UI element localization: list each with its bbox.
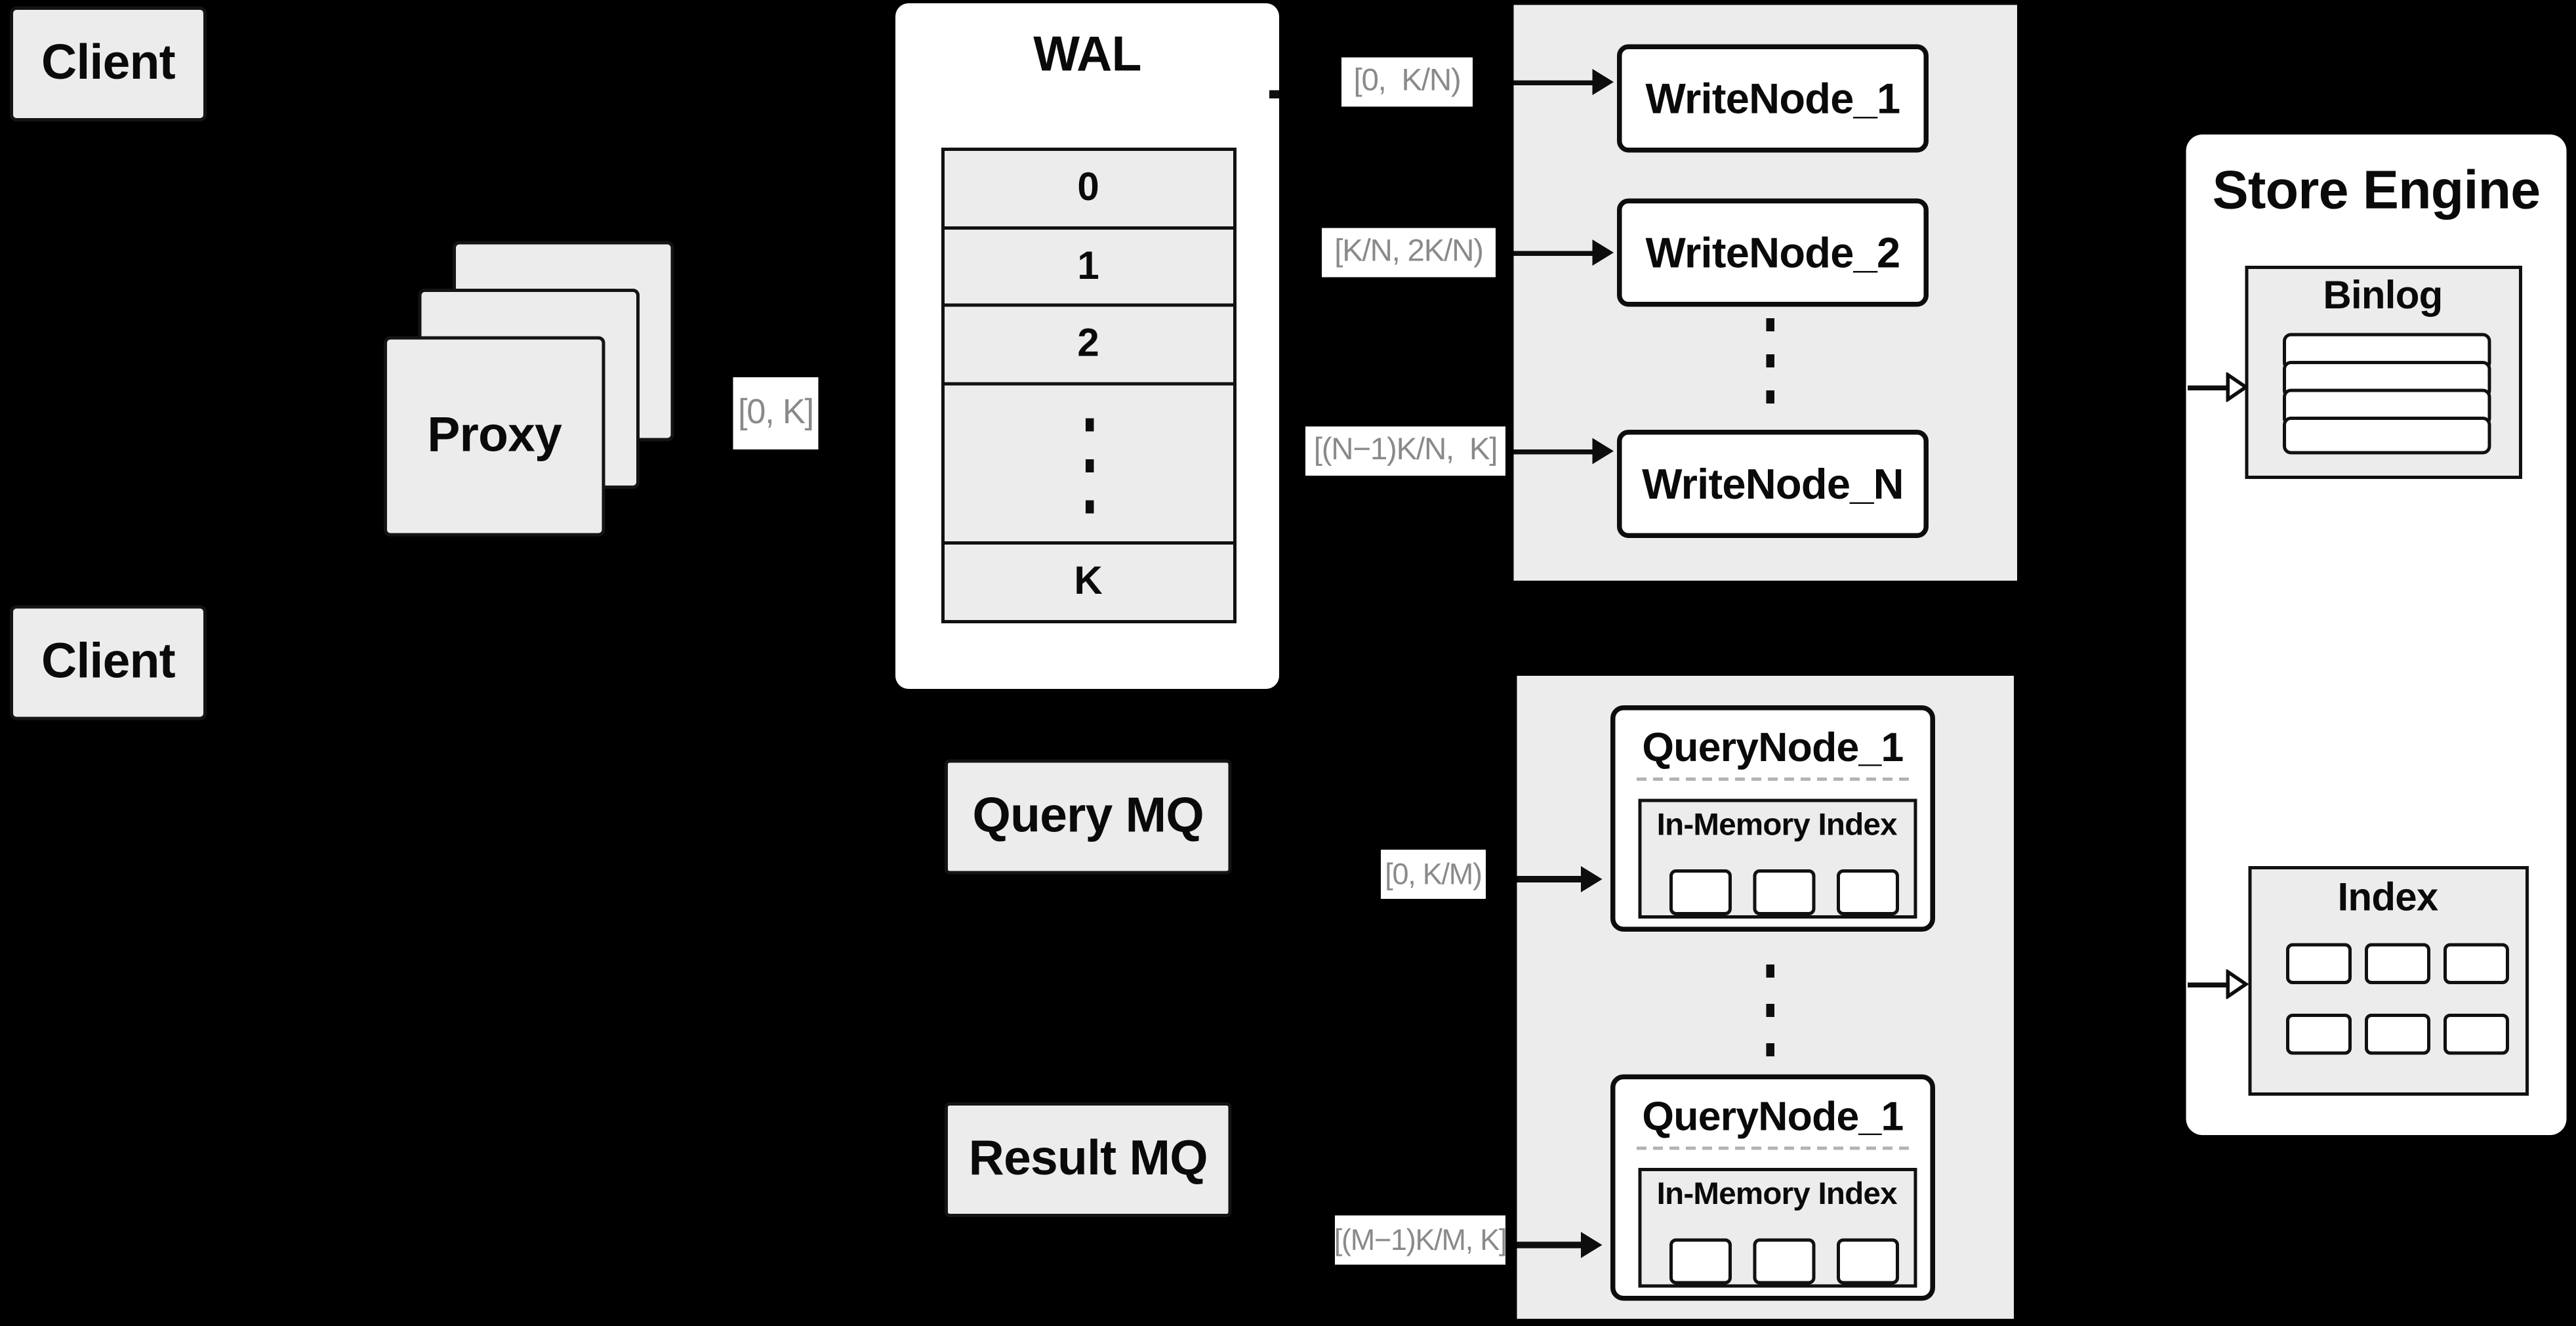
query-mq-label: Query MQ	[972, 789, 1204, 844]
store-engine-card: Store Engine Binlog Index	[2186, 135, 2567, 1135]
ellipsis-dot	[1766, 318, 1774, 331]
arrow-to-binlog	[2188, 384, 2230, 390]
inmemory-segment	[1669, 869, 1732, 915]
writenode-2-label: WriteNode_2	[1645, 227, 1901, 277]
binlog-box: Binlog	[2245, 266, 2522, 479]
edge-label-proxy-to-wal: [0, K]	[733, 377, 819, 449]
wal-row-2-label: 2	[1077, 321, 1099, 366]
arrowhead-querynode1	[1581, 865, 1603, 892]
index-segment	[2365, 943, 2430, 984]
ellipsis-dot	[1084, 458, 1094, 472]
inmemory-segment	[1753, 1238, 1816, 1285]
index-box: Index	[2248, 866, 2529, 1096]
wal-row-1: 1	[940, 225, 1236, 308]
inmemory-segment	[1837, 869, 1899, 915]
client-top-label: Client	[41, 36, 176, 91]
index-segment	[2443, 943, 2509, 984]
inmemory-segment	[1837, 1238, 1899, 1285]
client-box-top: Client	[10, 7, 207, 121]
open-arrowhead-binlog	[2226, 372, 2249, 402]
wal-title: WAL	[1033, 28, 1141, 83]
querynode-1-divider	[1637, 777, 1909, 781]
querynode-2-title: QueryNode_1	[1642, 1093, 1904, 1140]
writenode-2-box: WriteNode_2	[1617, 198, 1929, 307]
edge-label-wal-to-writenode2: [K/N, 2K/N)	[1322, 228, 1496, 278]
index-title: Index	[2337, 876, 2439, 921]
arrow-to-index	[2188, 982, 2230, 987]
wal-row-ellipsis	[940, 381, 1236, 546]
wal-card: WAL 0 1 2 K	[895, 3, 1279, 689]
arrowhead-writenode2	[1592, 239, 1614, 266]
client-bottom-label: Client	[41, 634, 176, 690]
store-engine-title: Store Engine	[2212, 159, 2541, 220]
edge-label-resultmq-to-querynode: [(M−1)K/M, K]	[1334, 1215, 1507, 1265]
querynode-1-title: QueryNode_1	[1642, 724, 1904, 770]
query-mq-box: Query MQ	[945, 759, 1232, 875]
arrow-to-writenode2	[1513, 250, 1596, 256]
ellipsis-dot	[1084, 499, 1094, 513]
edge-label-wal-to-writenode1: [0, K/N)	[1341, 57, 1473, 107]
writenode-n-label: WriteNode_N	[1642, 458, 1904, 508]
open-arrowhead-index	[2226, 969, 2249, 999]
ellipsis-dot	[1084, 417, 1094, 431]
binlog-segment	[2283, 417, 2491, 455]
ellipsis-dot	[1766, 354, 1774, 367]
wal-row-0-label: 0	[1077, 165, 1099, 211]
querynode-2-box: QueryNode_1 In-Memory Index	[1610, 1074, 1935, 1301]
writenode-1-label: WriteNode_1	[1645, 73, 1901, 123]
querynode-2-divider	[1637, 1146, 1909, 1150]
proxy-label: Proxy	[427, 408, 562, 463]
proxy-box: Proxy	[384, 336, 605, 537]
wal-outgoing-line-stub	[1269, 90, 1279, 98]
wal-row-k: K	[940, 541, 1236, 623]
querynode-2-inmemory-title: In-Memory Index	[1656, 1178, 1898, 1212]
wal-row-2: 2	[940, 303, 1236, 386]
index-segment	[2443, 1014, 2509, 1055]
edge-label-querymq-to-querynode: [0, K/M)	[1381, 850, 1486, 899]
client-box-bottom: Client	[10, 605, 207, 720]
querynode-1-box: QueryNode_1 In-Memory Index	[1610, 705, 1935, 932]
arrow-to-writenode1	[1513, 79, 1596, 85]
index-segment	[2286, 943, 2352, 984]
writenode-1-box: WriteNode_1	[1617, 44, 1929, 153]
writenode-n-box: WriteNode_N	[1617, 430, 1929, 538]
ellipsis-dot	[1766, 390, 1774, 404]
ellipsis-dot	[1766, 1004, 1774, 1017]
inmemory-segment	[1753, 869, 1816, 915]
index-segment	[2365, 1014, 2430, 1055]
arrow-to-querynode1	[1517, 876, 1586, 882]
arrowhead-writenode1	[1592, 69, 1614, 95]
edge-label-wal-to-writenoden: [(N−1)K/N, K]	[1305, 426, 1505, 476]
arrowhead-writenoden	[1592, 438, 1614, 465]
result-mq-label: Result MQ	[968, 1132, 1208, 1186]
wal-row-0: 0	[940, 148, 1236, 230]
index-segment	[2286, 1014, 2352, 1055]
querynode-1-inmemory-box: In-Memory Index	[1638, 798, 1917, 919]
arrowhead-querynode2	[1581, 1231, 1603, 1258]
querynode-2-inmemory-box: In-Memory Index	[1638, 1168, 1917, 1288]
result-mq-box: Result MQ	[945, 1102, 1232, 1217]
ellipsis-dot	[1766, 964, 1774, 978]
arrow-to-querynode2	[1517, 1241, 1586, 1248]
ellipsis-dot	[1766, 1043, 1774, 1056]
arrow-to-writenoden	[1513, 448, 1596, 455]
binlog-title: Binlog	[2323, 274, 2443, 319]
wal-row-k-label: K	[1074, 559, 1103, 604]
inmemory-segment	[1669, 1238, 1732, 1285]
querynode-1-inmemory-title: In-Memory Index	[1656, 808, 1898, 844]
wal-row-1-label: 1	[1077, 243, 1099, 288]
